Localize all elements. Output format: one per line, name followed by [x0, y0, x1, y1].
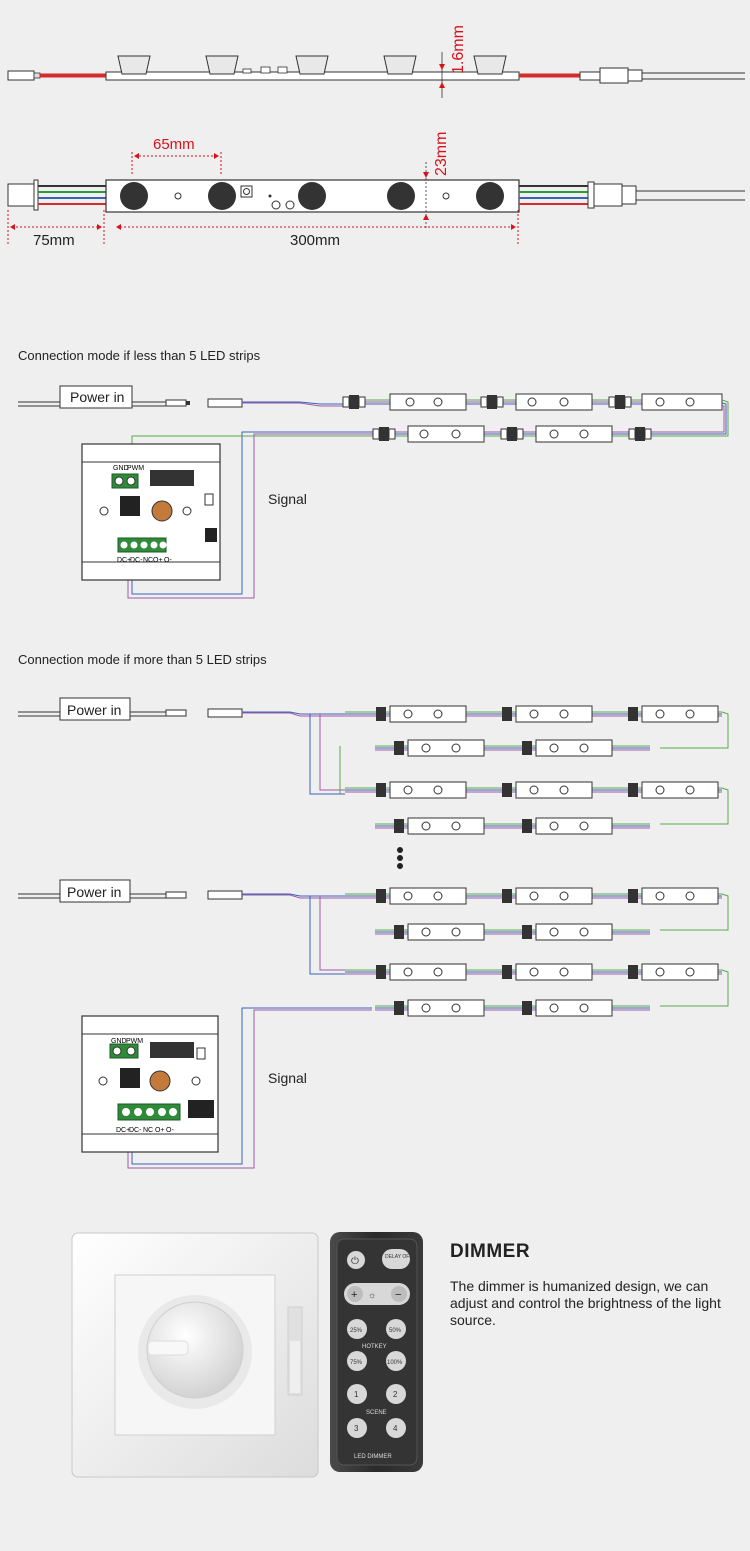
controller2-nc-label: NC	[143, 1127, 153, 1134]
remote-brand-label: LED DIMMER	[354, 1454, 392, 1460]
power-in-label-1: Power in	[70, 389, 125, 405]
led-strip-module	[641, 963, 719, 981]
module-top-view	[7, 152, 745, 244]
power-in-label-2: Power in	[67, 702, 122, 718]
led-strip-module	[407, 739, 485, 757]
power-in-label-3: Power in	[67, 884, 122, 900]
strip-rows	[345, 705, 729, 1017]
controller-oplus-label: O+	[153, 557, 163, 564]
led-strip-module	[535, 739, 613, 757]
power-icon: ⏻	[351, 1256, 359, 1267]
scene-4-label: 4	[393, 1424, 398, 1433]
remote-plus-label: +	[351, 1289, 357, 1301]
controller-dcplus-label: DC+	[117, 557, 131, 564]
controller2-dcminus-label: DC-	[129, 1127, 142, 1134]
controller-gnd-label: GND	[113, 465, 129, 472]
hotkey-25-label: 25%	[350, 1328, 363, 1334]
signal-label-2: Signal	[268, 1070, 307, 1086]
wiring-diagram-less: GND PWM DC+ DC- NC O+ O-	[18, 385, 729, 599]
controller2-pwm-label: PWM	[126, 1038, 143, 1045]
led-strip-module	[641, 887, 719, 905]
scene-1-label: 1	[354, 1390, 359, 1399]
led-strip-module	[535, 999, 613, 1017]
lead-dimension-label: 75mm	[33, 232, 75, 249]
controller2-dcplus-label: DC+	[116, 1127, 130, 1134]
pitch-dimension-label: 65mm	[153, 136, 195, 153]
controller-ominus-label: O-	[164, 557, 172, 564]
remote-hotkey-label: HOTKEY	[362, 1344, 387, 1350]
led-strip-module	[407, 817, 485, 835]
led-strip-module	[641, 705, 719, 723]
led-strip-module	[535, 923, 613, 941]
length-dimension-label: 300mm	[290, 232, 340, 249]
led-strip-module	[515, 963, 593, 981]
wiring-diagram-more: GND PWM DC+ DC- NC O+ O-	[18, 697, 729, 1169]
hotkey-50-label: 50%	[389, 1328, 402, 1334]
controller-dcminus-label: DC-	[130, 557, 143, 564]
hotkey-100-label: 100%	[387, 1360, 403, 1366]
dimmer-product-image: ⏻ DELAY OFF + ☼ − 25% 50% HOTKEY 75% 100…	[71, 1232, 423, 1478]
controller-pwm-label: PWM	[127, 465, 144, 472]
connection-less-caption: Connection mode if less than 5 LED strip…	[18, 348, 261, 363]
width-dimension-label: 23mm	[433, 132, 450, 176]
scene-3-label: 3	[354, 1424, 359, 1433]
signal-label-1: Signal	[268, 491, 307, 507]
dimmer-description: The dimmer is humanized design, we can a…	[450, 1278, 721, 1328]
controller2-oplus-label: O+	[155, 1127, 165, 1134]
scene-2-label: 2	[393, 1390, 398, 1399]
remote-delay-label: DELAY OFF	[385, 1254, 412, 1260]
hotkey-75-label: 75%	[350, 1360, 363, 1366]
led-strip-module	[389, 887, 467, 905]
led-strip-module	[389, 705, 467, 723]
module-dimension-diagram: 1.6mm	[7, 25, 745, 249]
led-strip-module	[389, 963, 467, 981]
controller2-ominus-label: O-	[166, 1127, 174, 1134]
dimmer-title: DIMMER	[450, 1241, 531, 1262]
led-strip-module	[515, 705, 593, 723]
led-strip-module	[407, 999, 485, 1017]
led-strip-module	[515, 887, 593, 905]
brightness-icon: ☼	[368, 1290, 376, 1300]
module-side-view	[7, 52, 745, 98]
connection-more-caption: Connection mode if more than 5 LED strip…	[18, 652, 267, 667]
led-strip-module	[535, 817, 613, 835]
controller2-gnd-label: GND	[111, 1038, 127, 1045]
led-strip-module	[407, 923, 485, 941]
controller-nc-label: NC	[143, 557, 153, 564]
led-strip-module	[515, 781, 593, 799]
remote-scene-label: SCENE	[366, 1410, 387, 1416]
remote-minus-label: −	[395, 1289, 401, 1301]
led-strip-module	[389, 781, 467, 799]
height-dimension-label: 1.6mm	[450, 25, 467, 74]
led-strip-module	[641, 781, 719, 799]
